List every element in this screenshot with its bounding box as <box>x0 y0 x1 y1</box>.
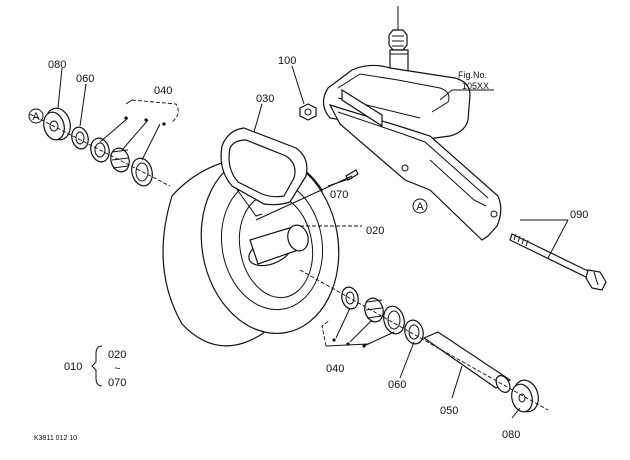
leader-lines <box>57 65 569 419</box>
label-080-top: 080 <box>48 59 66 71</box>
label-090: 090 <box>570 209 588 221</box>
left-seal-060 <box>71 126 89 150</box>
nut <box>299 103 317 121</box>
leader-dots <box>124 116 366 348</box>
caster-yoke <box>322 6 502 241</box>
valve-cover <box>220 127 308 217</box>
label-100: 100 <box>278 55 296 67</box>
fig-reference: Fig.No. 105XX <box>458 70 489 91</box>
label-040-bottom: 040 <box>326 363 344 375</box>
right-collar-080 <box>511 379 539 413</box>
label-070: 070 <box>330 189 348 201</box>
assembly-group-010: 010 020 ~ 070 <box>64 345 126 389</box>
label-030: 030 <box>256 93 274 105</box>
left-collar-080 <box>43 107 71 141</box>
label-050: 050 <box>440 405 458 417</box>
left-bearing-040 <box>90 137 153 187</box>
right-bearing-040 <box>341 286 405 335</box>
right-seal-060 <box>404 319 424 345</box>
label-060-bottom: 060 <box>388 379 406 391</box>
svg-text:105XX: 105XX <box>462 81 489 91</box>
svg-text:A: A <box>416 201 424 213</box>
label-080-bottom: 080 <box>502 429 520 441</box>
svg-text:020: 020 <box>108 349 126 361</box>
drawing-code: K3811 012 10 <box>34 435 77 442</box>
label-040-top: 040 <box>154 85 172 97</box>
axle-bolt <box>509 233 607 291</box>
axle-tube-050 <box>422 331 512 393</box>
svg-text:Fig.No.: Fig.No. <box>458 70 487 80</box>
svg-text:010: 010 <box>64 361 82 373</box>
svg-text:A: A <box>32 111 40 123</box>
svg-text:070: 070 <box>108 377 126 389</box>
label-020: 020 <box>366 225 384 237</box>
svg-text:~: ~ <box>114 363 120 375</box>
center-axis <box>29 113 549 411</box>
ref-circle-a-left: A <box>28 108 44 124</box>
label-060-top: 060 <box>76 73 94 85</box>
ref-circle-a-right: A <box>412 198 428 214</box>
